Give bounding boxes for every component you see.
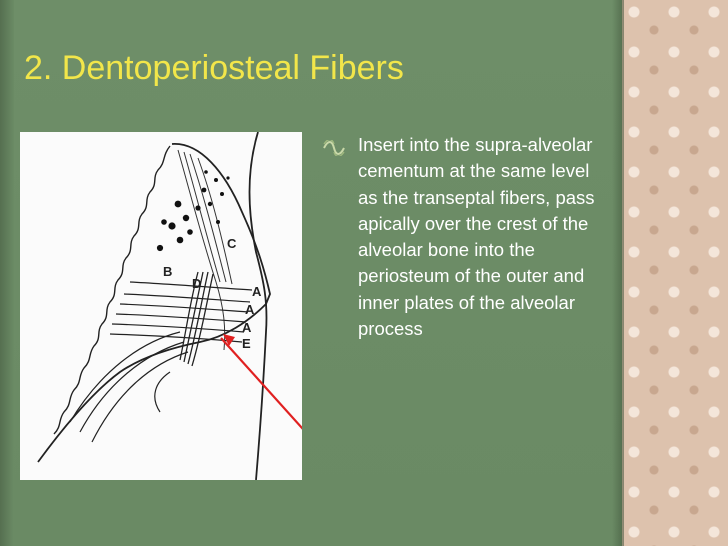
fiber-line [115,313,247,323]
fiber-line [177,149,226,351]
side-pattern-shadow [612,0,624,546]
diagram-drawing: B C D A A A E [37,132,302,480]
fiber-line [189,153,227,283]
fiber-line [197,157,233,285]
red-arrow-line [220,337,302,430]
fiber-line [79,341,185,433]
fiber-line [111,323,245,333]
fiber-line [191,273,214,367]
diagram-label-b: B [163,264,172,279]
tooth-surface-line [248,132,268,480]
diagram-label-a: A [252,284,262,299]
bullet-text: Insert into the supra-alveolar cementum … [358,134,595,340]
bullet-icon [322,137,346,158]
fiber-line [109,333,243,343]
tissue-dots [156,170,230,252]
periodontal-fiber-diagram: B C D A A A E [20,132,302,480]
fiber-line [154,371,171,413]
fiber-line [179,271,199,361]
fiber-line [91,351,189,443]
gingiva-outline [37,143,271,463]
diagram-label-e: E [242,336,251,351]
diagram-label-a: A [242,320,252,335]
red-arrow-head [223,334,235,346]
diagram-label-c: C [227,236,237,251]
epithelium-wavy-line [53,145,171,435]
slide-left-edge [0,0,14,546]
fiber-line [69,331,181,423]
fiber-line [183,151,221,283]
fiber-line [119,303,249,313]
decorative-side-pattern [622,0,728,546]
fiber-line [129,281,253,291]
fiber-line [123,293,251,303]
slide-title: 2. Dentoperiosteal Fibers [24,49,404,87]
diagram-label-d: D [192,276,201,291]
diagram-label-a: A [245,302,255,317]
